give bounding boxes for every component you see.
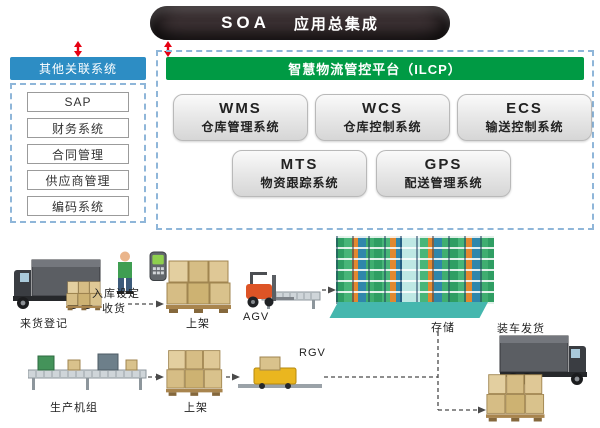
storage-racks-illustration — [329, 236, 494, 324]
label-agv: AGV — [243, 311, 270, 323]
label-production: 生产机组 — [50, 402, 98, 414]
rack-shelving — [336, 236, 494, 304]
pallet-stack-bottom-illustration — [166, 350, 223, 397]
related-system-supplier: 供应商管理 — [27, 170, 129, 190]
soa-label: SOA — [221, 13, 270, 32]
agv-forklift-illustration — [246, 272, 321, 310]
warehouse-floor — [329, 302, 488, 318]
module-ecs: ECS 输送控制系统 — [457, 94, 592, 141]
module-mts-abbr: MTS — [280, 156, 319, 173]
label-loading: 装车发货 — [497, 323, 545, 335]
label-inbound-setting: 入库设定 — [92, 288, 140, 300]
related-system-finance: 财务系统 — [27, 118, 129, 138]
module-wms: WMS 仓库管理系统 — [173, 94, 308, 141]
related-system-sap: SAP — [27, 92, 129, 112]
module-mts: MTS 物资跟踪系统 — [232, 150, 367, 197]
related-system-coding: 编码系统 — [27, 196, 129, 216]
module-wms-name: 仓库管理系统 — [201, 120, 280, 134]
label-storage: 存储 — [431, 322, 455, 334]
related-systems-header: 其他关联系统 — [10, 57, 146, 80]
module-wcs: WCS 仓库控制系统 — [315, 94, 450, 141]
label-shelving-top: 上架 — [186, 318, 210, 330]
label-receiving: 收货 — [102, 303, 126, 315]
module-ecs-abbr: ECS — [506, 100, 543, 117]
module-gps-abbr: GPS — [424, 156, 463, 173]
rgv-shuttle-illustration — [238, 356, 323, 390]
soa-banner: SOA 应用总集成 — [150, 6, 450, 40]
handheld-scanner-icon — [149, 251, 167, 281]
platform-header: 智慧物流管控平台（ILCP） — [166, 57, 584, 80]
integration-title: 应用总集成 — [293, 15, 379, 33]
related-systems-group: SAP 财务系统 合同管理 供应商管理 编码系统 — [10, 83, 146, 223]
platform-group-border — [156, 50, 594, 230]
label-shelving-bottom: 上架 — [184, 402, 208, 414]
label-rgv: RGV — [299, 347, 326, 359]
pallet-stack-top-illustration — [166, 260, 232, 314]
production-line-illustration — [28, 353, 147, 391]
module-wms-abbr: WMS — [219, 100, 262, 117]
module-wcs-name: 仓库控制系统 — [343, 120, 422, 134]
module-gps-name: 配送管理系统 — [404, 176, 483, 190]
module-ecs-name: 输送控制系统 — [485, 120, 564, 134]
related-system-contract: 合同管理 — [27, 144, 129, 164]
module-wcs-abbr: WCS — [362, 100, 403, 117]
label-incoming: 来货登记 — [20, 318, 68, 330]
module-gps: GPS 配送管理系统 — [376, 150, 511, 197]
outbound-truck-illustration — [486, 335, 588, 422]
module-mts-name: 物资跟踪系统 — [260, 176, 339, 190]
